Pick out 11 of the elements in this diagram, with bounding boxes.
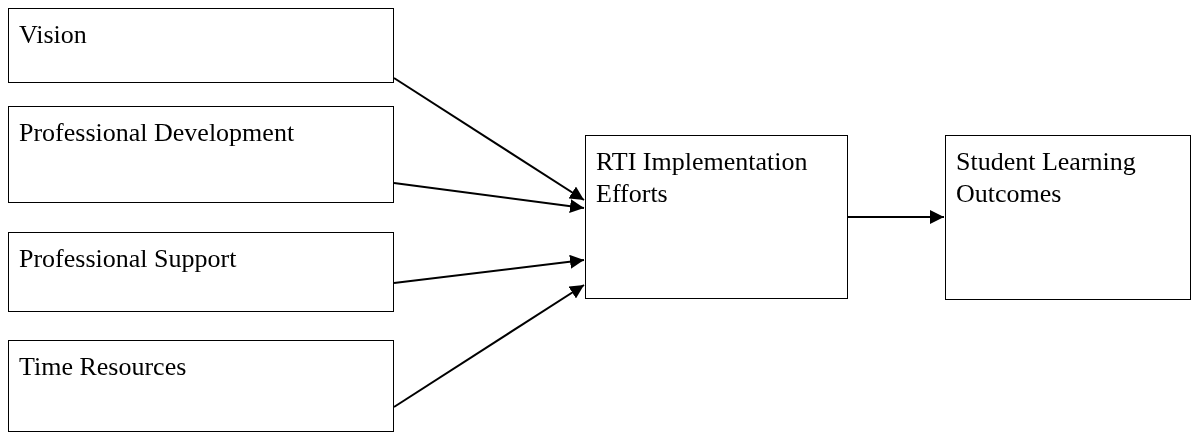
arrow	[393, 77, 585, 201]
text-box: Vision	[8, 8, 394, 83]
text-box: Student Learning Outcomes	[945, 135, 1191, 300]
arrow	[393, 182, 585, 214]
arrow	[393, 254, 585, 284]
text-box: RTI Implementation Efforts	[585, 135, 848, 299]
arrow	[393, 284, 585, 408]
text-box: Professional Support	[8, 232, 394, 312]
text-box: Time Resources	[8, 340, 394, 432]
arrow	[847, 210, 945, 224]
text-box: Professional Development	[8, 106, 394, 203]
